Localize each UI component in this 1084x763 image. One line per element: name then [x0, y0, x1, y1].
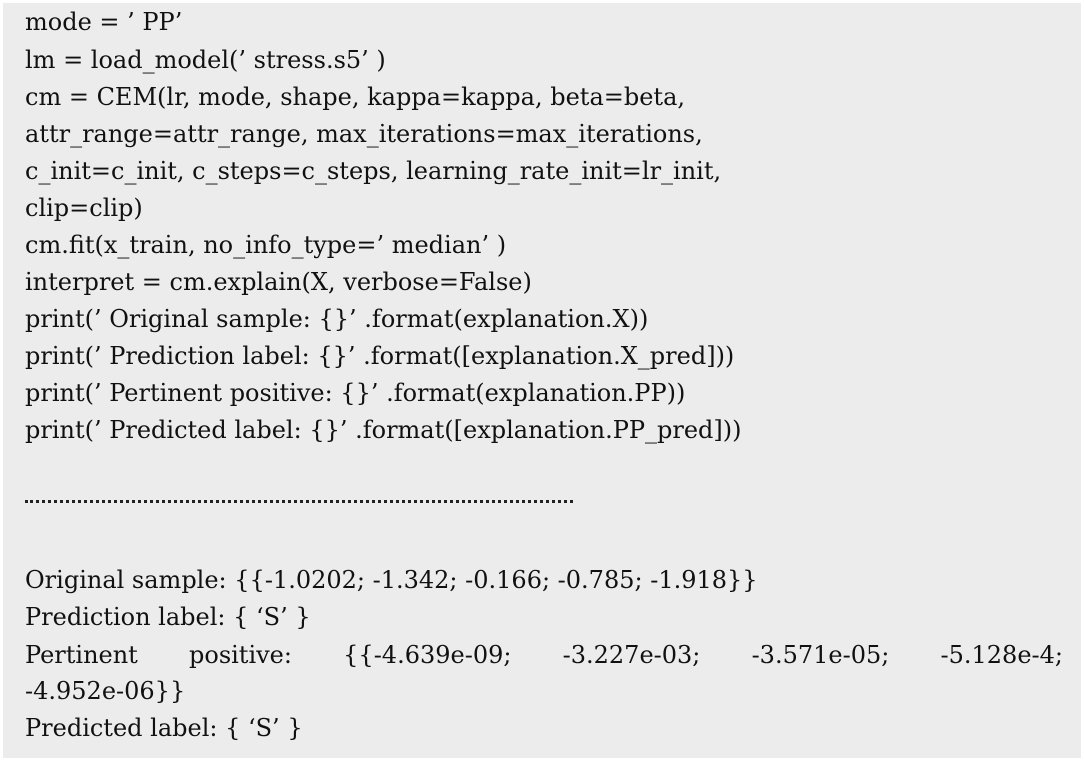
code-line: cm.fit(x_train, no_info_type=’ median’ )	[25, 231, 507, 259]
code-line: c_init=c_init, c_steps=c_steps, learning…	[25, 157, 722, 185]
output-prediction-label: Prediction label: { ‘S’ }	[25, 603, 311, 631]
code-line: interpret = cm.explain(X, verbose=False)	[25, 268, 532, 296]
code-line: print(’ Original sample: {}’ .format(exp…	[25, 305, 649, 333]
output-token: positive:	[189, 641, 292, 669]
output-token: {{-4.639e-09;	[343, 641, 512, 669]
output-token: -5.128e-4;	[940, 641, 1063, 669]
code-line: clip=clip)	[25, 194, 143, 222]
code-snippet-panel: mode = ’ PP’ lm = load_model(’ stress.s5…	[3, 3, 1081, 758]
dotted-separator	[25, 500, 573, 503]
code-line: mode = ’ PP’	[25, 8, 183, 36]
code-line: lm = load_model(’ stress.s5’ )	[25, 46, 386, 74]
output-token: -3.571e-05;	[751, 641, 890, 669]
output-predicted-label: Predicted label: { ‘S’ }	[25, 714, 303, 742]
code-line: print(’ Pertinent positive: {}’ .format(…	[25, 379, 686, 407]
code-line: cm = CEM(lr, mode, shape, kappa=kappa, b…	[25, 83, 686, 111]
code-line: print(’ Prediction label: {}’ .format([e…	[25, 342, 735, 370]
output-token: Pertinent	[25, 641, 138, 669]
output-pertinent-positive: Pertinent positive: {{-4.639e-09; -3.227…	[25, 640, 1063, 670]
code-line: attr_range=attr_range, max_iterations=ma…	[25, 120, 703, 148]
output-token: -3.227e-03;	[562, 641, 701, 669]
code-line: print(’ Predicted label: {}’ .format([ex…	[25, 416, 742, 444]
output-pertinent-positive-continuation: -4.952e-06}}	[25, 677, 186, 705]
output-original-sample: Original sample: {{-1.0202; -1.342; -0.1…	[25, 566, 758, 594]
